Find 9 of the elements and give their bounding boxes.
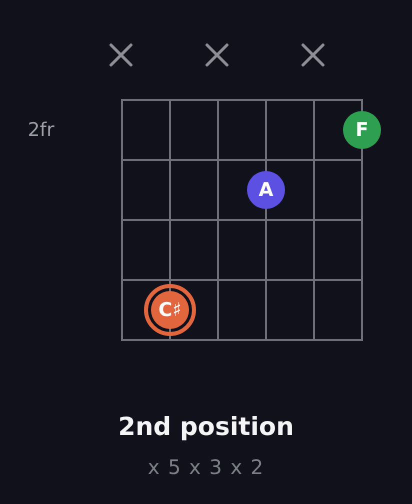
- note-name: C♯: [158, 300, 182, 320]
- note-dot: [343, 111, 381, 149]
- note-name: A: [258, 180, 274, 200]
- chord-title: 2nd position: [117, 411, 295, 443]
- fret-position-label: 2fr: [26, 118, 56, 143]
- fingering-caption: x 5 x 3 x 2: [146, 454, 266, 480]
- note-dot: [247, 171, 285, 209]
- root-note-dot: [144, 284, 196, 336]
- note-name: F: [356, 120, 368, 140]
